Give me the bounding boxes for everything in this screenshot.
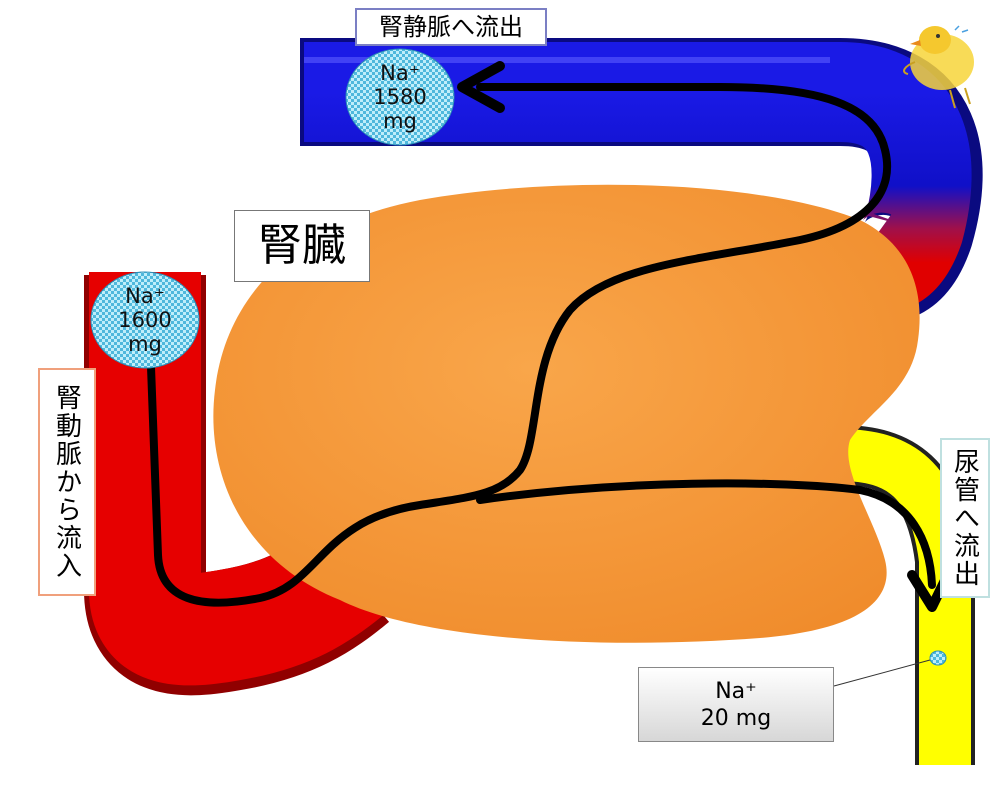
vein-arrowhead xyxy=(457,61,505,113)
artery-na-amount: 1600 xyxy=(118,308,172,332)
ureter-outflow-label: 尿管へ流出 xyxy=(940,438,990,598)
vein-na-unit: mg xyxy=(383,109,417,133)
urine-na-amount: 20 mg xyxy=(700,705,772,731)
artery-na-bubble xyxy=(90,271,200,369)
renal-vein-outflow-label: 腎静脈へ流出 xyxy=(355,8,547,46)
sodium-flow-path xyxy=(146,83,892,607)
chick-illustration-icon xyxy=(903,25,974,109)
artery-na-ion: Na⁺ xyxy=(125,284,165,308)
vein-na-ion: Na⁺ xyxy=(380,61,420,85)
vein-na-bubble xyxy=(345,48,455,146)
artery-na-unit: mg xyxy=(128,332,162,356)
ureter-outflow-text: 尿管へ流出 xyxy=(949,448,980,588)
urine-callout-line xyxy=(833,659,931,687)
renal-artery-inflow-label: 腎動脈から流入 xyxy=(38,368,96,596)
kidney-body xyxy=(213,184,920,643)
renal-artery-inflow-text: 腎動脈から流入 xyxy=(51,384,82,580)
urine-na-dot xyxy=(929,650,947,666)
vein-na-amount: 1580 xyxy=(373,85,427,109)
urine-na-ion: Na⁺ xyxy=(715,678,757,704)
urine-na-callout: Na⁺ 20 mg xyxy=(638,667,834,742)
kidney-label: 腎臓 xyxy=(234,210,370,282)
vein-na-text: Na⁺ 1580 mg xyxy=(360,61,440,133)
artery-na-text: Na⁺ 1600 mg xyxy=(105,284,185,356)
